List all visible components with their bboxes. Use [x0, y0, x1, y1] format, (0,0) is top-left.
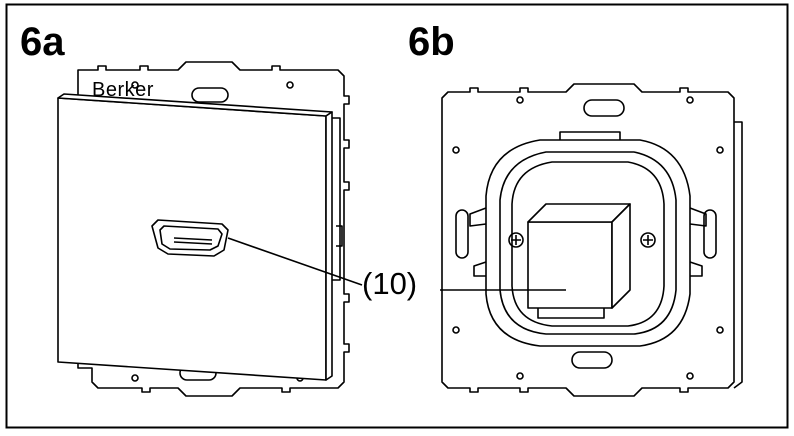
- hdmi-socket-outer-6a: [151, 219, 229, 257]
- housing-top-clip-6b: [559, 131, 621, 140]
- plate-slot-bottom-6b: [571, 351, 613, 369]
- plate-slot-top-6b: [583, 99, 625, 117]
- hdmi-module-front-6b: [527, 221, 613, 309]
- plate-hole-8-6b: [716, 326, 724, 334]
- plate-hole-7-6b: [452, 326, 460, 334]
- hdmi-module-base-6b: [537, 308, 605, 319]
- plate-slot-left-6b: [455, 209, 469, 259]
- plate-hole-2-6a: [286, 81, 294, 89]
- plate-hole-1-6a: [131, 81, 139, 89]
- insert-housing-outer-6b: [485, 139, 691, 347]
- plate-slot-top-6a: [191, 87, 229, 103]
- screw-left-6b: [508, 232, 524, 248]
- figure-label-6a: 6a: [20, 20, 65, 64]
- plate-side-6b: [733, 121, 743, 389]
- plate-hole-1-6b: [516, 96, 524, 104]
- leader-line-6a: [227, 237, 363, 286]
- brand-logo-text: Berker: [92, 79, 154, 101]
- plate-slot-right-6b: [703, 209, 717, 259]
- plate-hole-5-6b: [452, 146, 460, 154]
- hdmi-pins-6a: [173, 237, 213, 245]
- plate-hole-2-6b: [686, 96, 694, 104]
- hdmi-socket-inner-6a: [159, 225, 223, 251]
- callout-label: (10): [362, 266, 418, 301]
- insert-housing-inner-6b: [499, 151, 677, 335]
- insert-housing-rim-6b: [511, 161, 665, 327]
- hdmi-module-side-6b: [611, 203, 631, 309]
- cover-right-edge-6a: [325, 111, 333, 381]
- mounting-plate-6a: [77, 61, 350, 397]
- plate-hole-3-6a: [131, 374, 139, 382]
- plate-clip-6a: [336, 225, 343, 247]
- plate-hole-4-6b: [686, 372, 694, 380]
- screw-right-6b: [640, 232, 656, 248]
- figure-6b-drawing: [440, 83, 743, 397]
- figure-6a-drawing: [57, 61, 363, 397]
- claw-right-lower-6b: [689, 261, 703, 277]
- plate-hole-3-6b: [516, 372, 524, 380]
- mounting-plate-6b: [441, 83, 735, 397]
- plate-hole-6-6b: [716, 146, 724, 154]
- claw-left-lower-6b: [473, 261, 487, 277]
- figure-label-6b: 6b: [408, 20, 455, 64]
- outer-frame: [5, 3, 789, 429]
- claw-right-6b: [689, 207, 707, 227]
- plate-side-rim-6a: [332, 117, 341, 281]
- claw-left-6b: [469, 207, 487, 227]
